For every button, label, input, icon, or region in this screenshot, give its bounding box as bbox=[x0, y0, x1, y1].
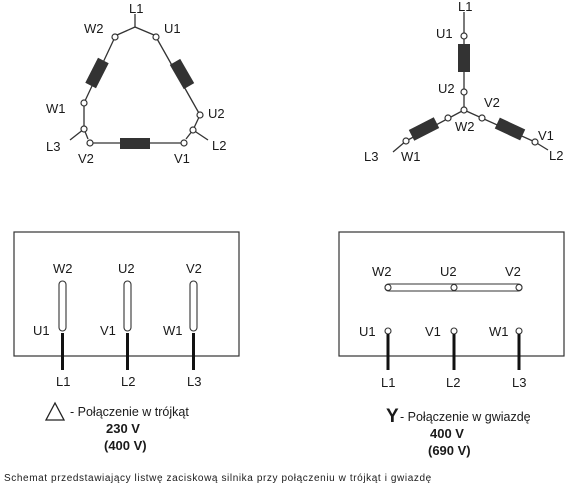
delta-box-leads bbox=[61, 333, 195, 370]
delta-terminals bbox=[80, 33, 204, 147]
delta-label-w1: W1 bbox=[46, 101, 66, 116]
star-terminal-box bbox=[338, 231, 565, 357]
star-label-l2: L2 bbox=[549, 148, 563, 163]
star-label-u2: U2 bbox=[438, 81, 455, 96]
delta-symbol-icon bbox=[44, 401, 66, 421]
delta-caption-voltage: 230 V bbox=[106, 421, 140, 436]
star-box-leads bbox=[386, 334, 521, 370]
delta-box-bottom-1: L1 bbox=[56, 374, 70, 389]
delta-label-l1: L1 bbox=[129, 1, 143, 16]
star-label-v1: V1 bbox=[538, 128, 554, 143]
star-caption-voltage: 400 V bbox=[430, 426, 464, 441]
delta-label-v1: V1 bbox=[174, 151, 190, 166]
delta-box-top-2: U2 bbox=[118, 261, 135, 276]
delta-box-mid-2: V1 bbox=[100, 323, 116, 338]
star-box-top-3: V2 bbox=[505, 264, 521, 279]
star-coil-top bbox=[458, 44, 470, 72]
star-label-u1: U1 bbox=[436, 26, 453, 41]
delta-box-mid-1: U1 bbox=[33, 323, 50, 338]
delta-box-top-1: W2 bbox=[53, 261, 73, 276]
star-symbol: Y bbox=[386, 406, 399, 427]
delta-coil-left bbox=[85, 57, 109, 89]
star-caption-voltage-alt: (690 V) bbox=[428, 443, 471, 458]
star-box-mid-terminals bbox=[384, 327, 523, 335]
delta-coil-bottom bbox=[120, 138, 150, 149]
star-label-l1: L1 bbox=[458, 0, 472, 14]
delta-label-l3: L3 bbox=[46, 139, 60, 154]
star-caption-title: - Połączenie w gwiazdę bbox=[400, 410, 531, 424]
footer-caption: Schemat przedstawiający listwę zaciskową… bbox=[4, 473, 432, 484]
star-box-mid-3: W1 bbox=[489, 324, 509, 339]
delta-box-top-3: V2 bbox=[186, 261, 202, 276]
star-coil-left bbox=[408, 117, 440, 141]
star-label-v2: V2 bbox=[484, 95, 500, 110]
star-label-w2: W2 bbox=[455, 119, 475, 134]
star-box-bottom-2: L2 bbox=[446, 375, 460, 390]
delta-label-v2: V2 bbox=[78, 151, 94, 166]
delta-box-mid-3: W1 bbox=[163, 323, 183, 338]
star-box-top-2: U2 bbox=[440, 264, 457, 279]
delta-box-links bbox=[58, 280, 198, 332]
delta-caption-title: - Połączenie w trójkąt bbox=[70, 405, 189, 419]
star-box-mid-2: V1 bbox=[425, 324, 441, 339]
star-box-bottom-3: L3 bbox=[512, 375, 526, 390]
star-label-l3: L3 bbox=[364, 149, 378, 164]
star-box-mid-1: U1 bbox=[359, 324, 376, 339]
delta-label-u1: U1 bbox=[164, 21, 181, 36]
star-label-w1: W1 bbox=[401, 149, 421, 164]
delta-box-bottom-2: L2 bbox=[121, 374, 135, 389]
delta-coil-right bbox=[169, 58, 195, 90]
delta-box-bottom-3: L3 bbox=[187, 374, 201, 389]
star-box-bridge-terminals bbox=[384, 283, 523, 292]
delta-caption-voltage-alt: (400 V) bbox=[104, 438, 147, 453]
star-box-bottom-1: L1 bbox=[381, 375, 395, 390]
delta-label-u2: U2 bbox=[208, 106, 225, 121]
delta-label-l2: L2 bbox=[212, 138, 226, 153]
star-box-top-1: W2 bbox=[372, 264, 392, 279]
star-coil-right bbox=[494, 117, 526, 141]
star-terminals bbox=[402, 32, 539, 146]
delta-label-w2: W2 bbox=[84, 21, 104, 36]
